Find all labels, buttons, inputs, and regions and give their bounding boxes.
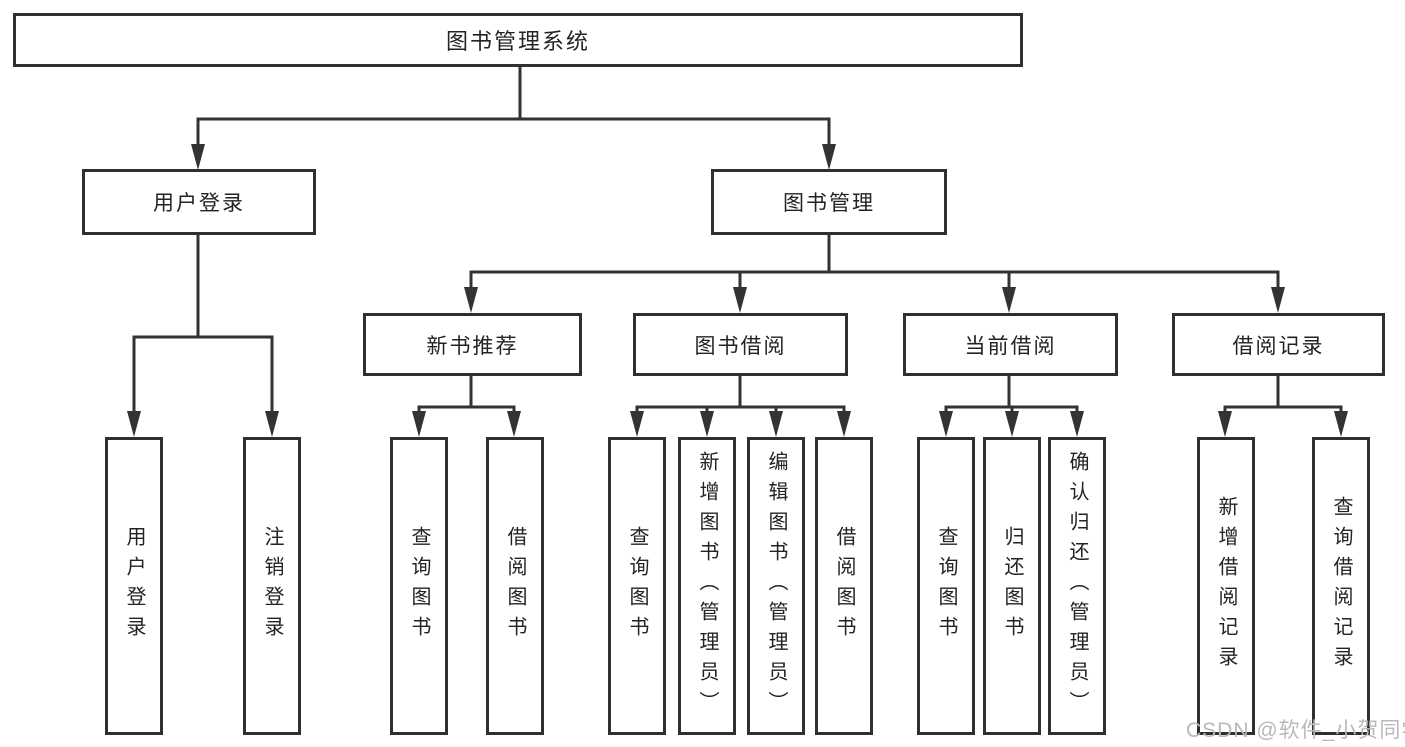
leaf-borrow-books-1-label: 借阅图书 bbox=[504, 526, 526, 646]
node-root-label: 图书管理系统 bbox=[445, 29, 590, 54]
node-current-borrowing: 当前借阅 bbox=[903, 313, 1118, 376]
leaf-query-books-3: 查询图书 bbox=[917, 437, 975, 735]
leaf-query-books-1-label: 查询图书 bbox=[408, 526, 430, 646]
leaf-add-borrow-record-label: 新增借阅记录 bbox=[1215, 496, 1237, 676]
leaf-query-books-2-label: 查询图书 bbox=[626, 526, 648, 646]
node-current-borrowing-label: 当前借阅 bbox=[964, 334, 1057, 358]
leaf-query-borrow-record: 查询借阅记录 bbox=[1312, 437, 1370, 735]
csdn-watermark: CSDN @软件_小贺同学 bbox=[1186, 719, 1405, 742]
node-borrow-records: 借阅记录 bbox=[1172, 313, 1385, 376]
leaf-borrow-books-2: 借阅图书 bbox=[815, 437, 873, 735]
leaf-add-books-admin: 新增图书（管理员） bbox=[678, 437, 736, 735]
leaf-add-books-admin-label: 新增图书（管理员） bbox=[696, 451, 718, 721]
leaf-query-books-3-label: 查询图书 bbox=[935, 526, 957, 646]
leaf-borrow-books-1: 借阅图书 bbox=[486, 437, 544, 735]
node-root-system: 图书管理系统 bbox=[13, 13, 1023, 67]
leaf-confirm-return-admin-label: 确认归还（管理员） bbox=[1066, 451, 1088, 721]
leaf-edit-books-admin: 编辑图书（管理员） bbox=[747, 437, 805, 735]
leaf-user-login-label: 用户登录 bbox=[123, 526, 145, 646]
leaf-confirm-return-admin: 确认归还（管理员） bbox=[1048, 437, 1106, 735]
leaf-logout-label: 注销登录 bbox=[261, 526, 283, 646]
node-new-book-recommend: 新书推荐 bbox=[363, 313, 582, 376]
leaf-return-books: 归还图书 bbox=[983, 437, 1041, 735]
node-user-login: 用户登录 bbox=[82, 169, 316, 235]
leaf-query-borrow-record-label: 查询借阅记录 bbox=[1330, 496, 1352, 676]
node-book-borrowing: 图书借阅 bbox=[633, 313, 848, 376]
leaf-query-books-2: 查询图书 bbox=[608, 437, 666, 735]
node-new-book-recommend-label: 新书推荐 bbox=[426, 334, 519, 358]
node-book-management-label: 图书管理 bbox=[783, 192, 875, 215]
leaf-user-login: 用户登录 bbox=[105, 437, 163, 735]
node-borrow-records-label: 借阅记录 bbox=[1232, 334, 1325, 358]
node-book-borrowing-label: 图书借阅 bbox=[694, 334, 787, 358]
leaf-borrow-books-2-label: 借阅图书 bbox=[833, 526, 855, 646]
leaf-add-borrow-record: 新增借阅记录 bbox=[1197, 437, 1255, 735]
leaf-logout: 注销登录 bbox=[243, 437, 301, 735]
node-user-login-label: 用户登录 bbox=[153, 192, 245, 215]
leaf-return-books-label: 归还图书 bbox=[1001, 526, 1023, 646]
leaf-query-books-1: 查询图书 bbox=[390, 437, 448, 735]
leaf-edit-books-admin-label: 编辑图书（管理员） bbox=[765, 451, 787, 721]
node-book-management: 图书管理 bbox=[711, 169, 947, 235]
